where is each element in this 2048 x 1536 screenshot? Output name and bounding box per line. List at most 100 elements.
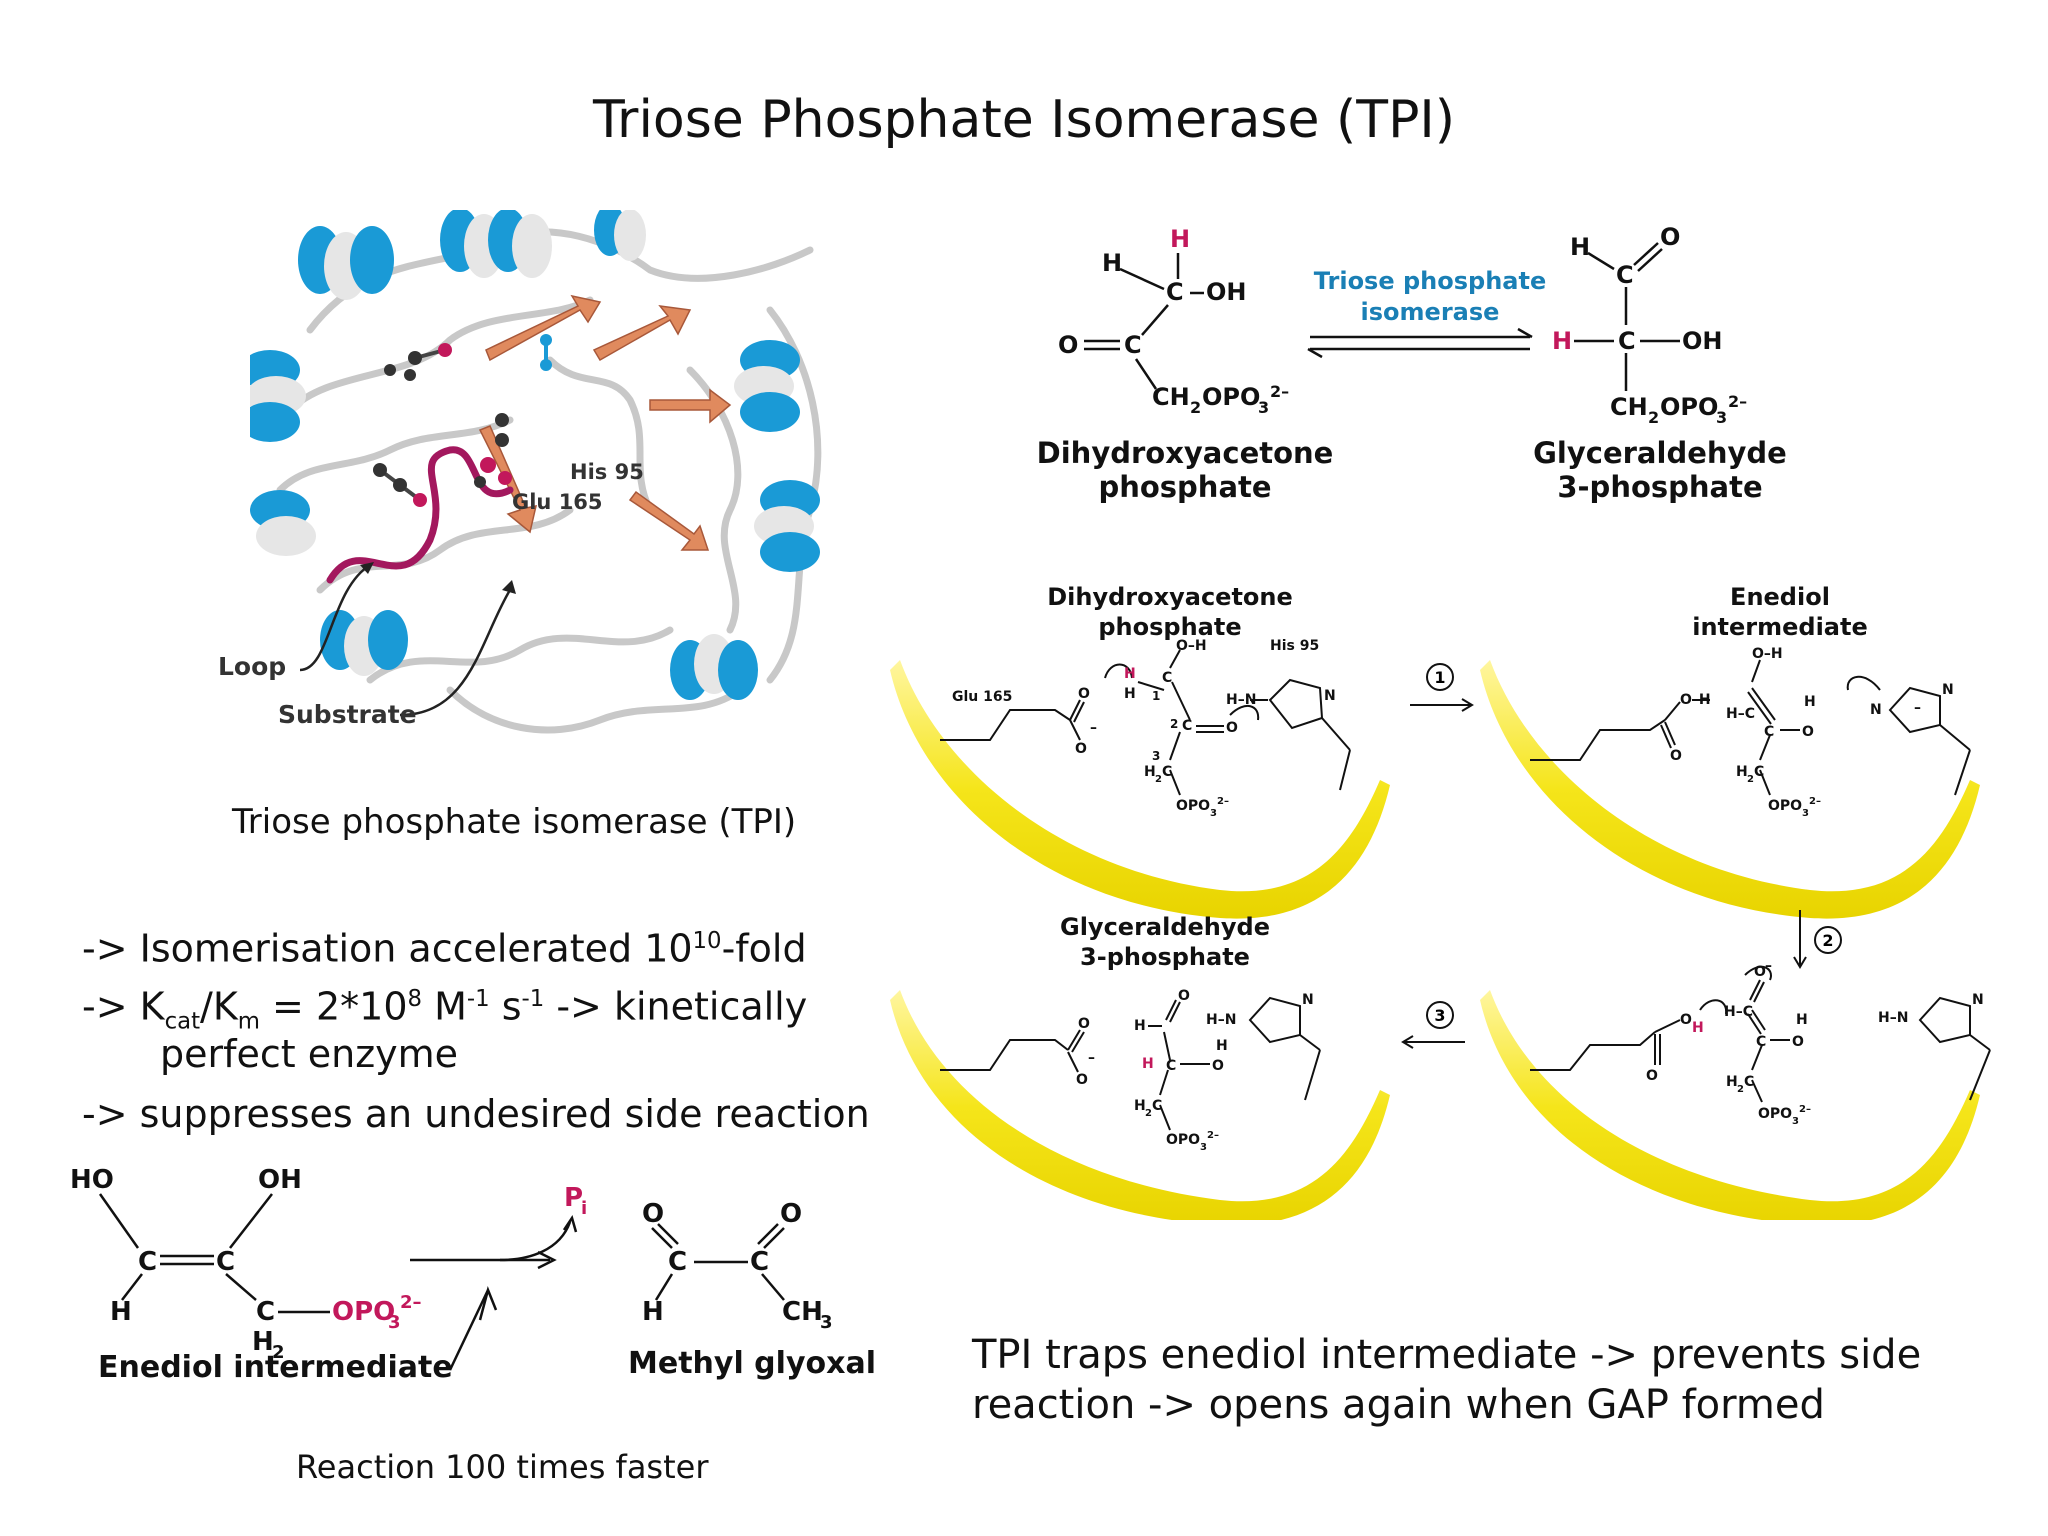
mech-dhap-line1: Dihydroxyacetone bbox=[1047, 583, 1293, 611]
svg-text:O: O bbox=[1646, 1068, 1658, 1084]
reactant-line2: phosphate bbox=[1098, 470, 1272, 504]
svg-text:H–N: H–N bbox=[1878, 1010, 1908, 1026]
svg-text:2–: 2– bbox=[1728, 392, 1747, 411]
svg-text:His 95: His 95 bbox=[1270, 638, 1319, 654]
beta-sheets bbox=[478, 294, 732, 551]
bullet2-exp-m: -1 bbox=[466, 986, 490, 1012]
svg-text:2: 2 bbox=[1190, 398, 1201, 417]
product-line1: Glyceraldehyde bbox=[1533, 436, 1787, 470]
svg-text:H: H bbox=[1134, 1018, 1146, 1034]
coil-backbone bbox=[276, 228, 822, 734]
enzyme-name-line1: Triose phosphate bbox=[1313, 267, 1547, 295]
active-site-atoms bbox=[373, 334, 552, 507]
svg-text:H: H bbox=[1102, 249, 1122, 277]
trap-explanation-line2: reaction -> opens again when GAP formed bbox=[972, 1382, 1825, 1428]
svg-text:H: H bbox=[1142, 1056, 1154, 1072]
svg-text:HO: HO bbox=[70, 1165, 114, 1195]
svg-text:C: C bbox=[1162, 764, 1172, 780]
svg-text:2–: 2– bbox=[1207, 1130, 1219, 1141]
svg-text:3: 3 bbox=[1792, 1116, 1799, 1127]
svg-text:2: 2 bbox=[1170, 717, 1178, 731]
svg-text:–: – bbox=[1090, 720, 1097, 736]
bullet2-suffix: -> kinetically bbox=[544, 984, 808, 1029]
svg-text:O–H: O–H bbox=[1752, 646, 1783, 662]
svg-text:O: O bbox=[1058, 331, 1078, 359]
enediol-label: Enediol intermediate bbox=[98, 1350, 453, 1385]
svg-text:H: H bbox=[1692, 1020, 1704, 1036]
bullet2-unit-m: M bbox=[422, 984, 467, 1029]
bullet1-text: -> Isomerisation accelerated 10 bbox=[82, 926, 693, 971]
svg-text:OPO: OPO bbox=[1166, 1132, 1200, 1148]
svg-text:C: C bbox=[1764, 724, 1774, 740]
svg-text:H: H bbox=[252, 1327, 274, 1357]
bullet-isomerisation: -> Isomerisation accelerated 1010-fold bbox=[82, 912, 807, 978]
his95-label: His 95 bbox=[570, 460, 644, 484]
svg-text:H: H bbox=[1134, 1098, 1146, 1114]
page-title: Triose Phosphate Isomerase (TPI) bbox=[592, 90, 1456, 150]
svg-text:Glu 165: Glu 165 bbox=[952, 689, 1012, 705]
substrate-arrow bbox=[399, 589, 512, 717]
bullet2-k: -> K bbox=[82, 984, 165, 1029]
glu165-label: Glu 165 bbox=[512, 490, 603, 514]
svg-text:3: 3 bbox=[1210, 808, 1217, 819]
svg-text:3: 3 bbox=[1152, 749, 1160, 763]
svg-text:H: H bbox=[1552, 327, 1572, 355]
mech-gap-line1: Glyceraldehyde bbox=[1060, 913, 1270, 941]
svg-text:CH: CH bbox=[1152, 383, 1190, 411]
svg-text:C: C bbox=[750, 1247, 769, 1277]
svg-text:–: – bbox=[1914, 700, 1921, 716]
svg-text:O: O bbox=[780, 1199, 802, 1229]
mech-enediol-label: Enediol intermediate bbox=[1660, 582, 1900, 642]
svg-text:CH: CH bbox=[1610, 393, 1648, 421]
svg-text:OPO: OPO bbox=[1758, 1106, 1792, 1122]
svg-text:O: O bbox=[1680, 1012, 1692, 1028]
svg-text:O: O bbox=[1226, 720, 1238, 736]
svg-text:N: N bbox=[1870, 702, 1882, 718]
svg-text:N: N bbox=[1302, 992, 1314, 1008]
bullet-kcat: -> Kcat/Km = 2*108 M-1 s-1 -> kineticall… bbox=[82, 970, 807, 1050]
svg-text:C: C bbox=[1166, 278, 1184, 306]
svg-text:C: C bbox=[256, 1297, 275, 1327]
svg-text:O: O bbox=[1076, 1072, 1088, 1088]
svg-text:2–: 2– bbox=[1799, 1104, 1811, 1115]
mech-dhap-line2: phosphate bbox=[1098, 613, 1242, 641]
svg-text:C: C bbox=[216, 1247, 235, 1277]
svg-text:O: O bbox=[1660, 225, 1680, 251]
loop-label: Loop bbox=[218, 652, 287, 681]
svg-text:O: O bbox=[1212, 1058, 1224, 1074]
svg-text:C: C bbox=[1182, 718, 1192, 734]
bullet-kcat-cont: perfect enzyme bbox=[160, 1032, 459, 1076]
svg-text:O: O bbox=[1078, 686, 1090, 702]
svg-text:2: 2 bbox=[1648, 408, 1659, 425]
svg-text:H: H bbox=[1570, 233, 1590, 261]
svg-text:H: H bbox=[1804, 694, 1816, 710]
step3-arrow bbox=[1401, 1001, 1465, 1049]
svg-text:O: O bbox=[1670, 748, 1682, 764]
svg-text:C: C bbox=[1162, 670, 1172, 686]
enzyme-name-line2: isomerase bbox=[1360, 298, 1500, 326]
substrate-label: Substrate bbox=[278, 700, 417, 729]
step2-arrow bbox=[1793, 910, 1842, 969]
svg-text:N: N bbox=[1324, 688, 1336, 704]
svg-text:2: 2 bbox=[1155, 774, 1162, 785]
svg-text:H: H bbox=[1796, 1012, 1808, 1028]
svg-text:OPO: OPO bbox=[1660, 393, 1718, 421]
reactant-line1: Dihydroxyacetone bbox=[1036, 436, 1334, 470]
trap-explanation: TPI traps enediol intermediate -> preven… bbox=[972, 1330, 2012, 1430]
bullet1-suffix: -fold bbox=[721, 926, 807, 971]
svg-text:3: 3 bbox=[388, 1312, 401, 1333]
svg-text:3: 3 bbox=[1200, 1142, 1207, 1153]
svg-text:C: C bbox=[1124, 331, 1142, 359]
alpha-helices bbox=[250, 210, 820, 700]
svg-text:2–: 2– bbox=[1270, 382, 1289, 401]
bullet2-value: = 2*10 bbox=[259, 984, 408, 1029]
svg-text:1: 1 bbox=[1152, 689, 1160, 703]
svg-text:3: 3 bbox=[1716, 408, 1727, 425]
step1-number: 1 bbox=[1434, 668, 1445, 687]
svg-text:C: C bbox=[1756, 1034, 1766, 1050]
svg-text:O: O bbox=[1078, 1016, 1090, 1032]
